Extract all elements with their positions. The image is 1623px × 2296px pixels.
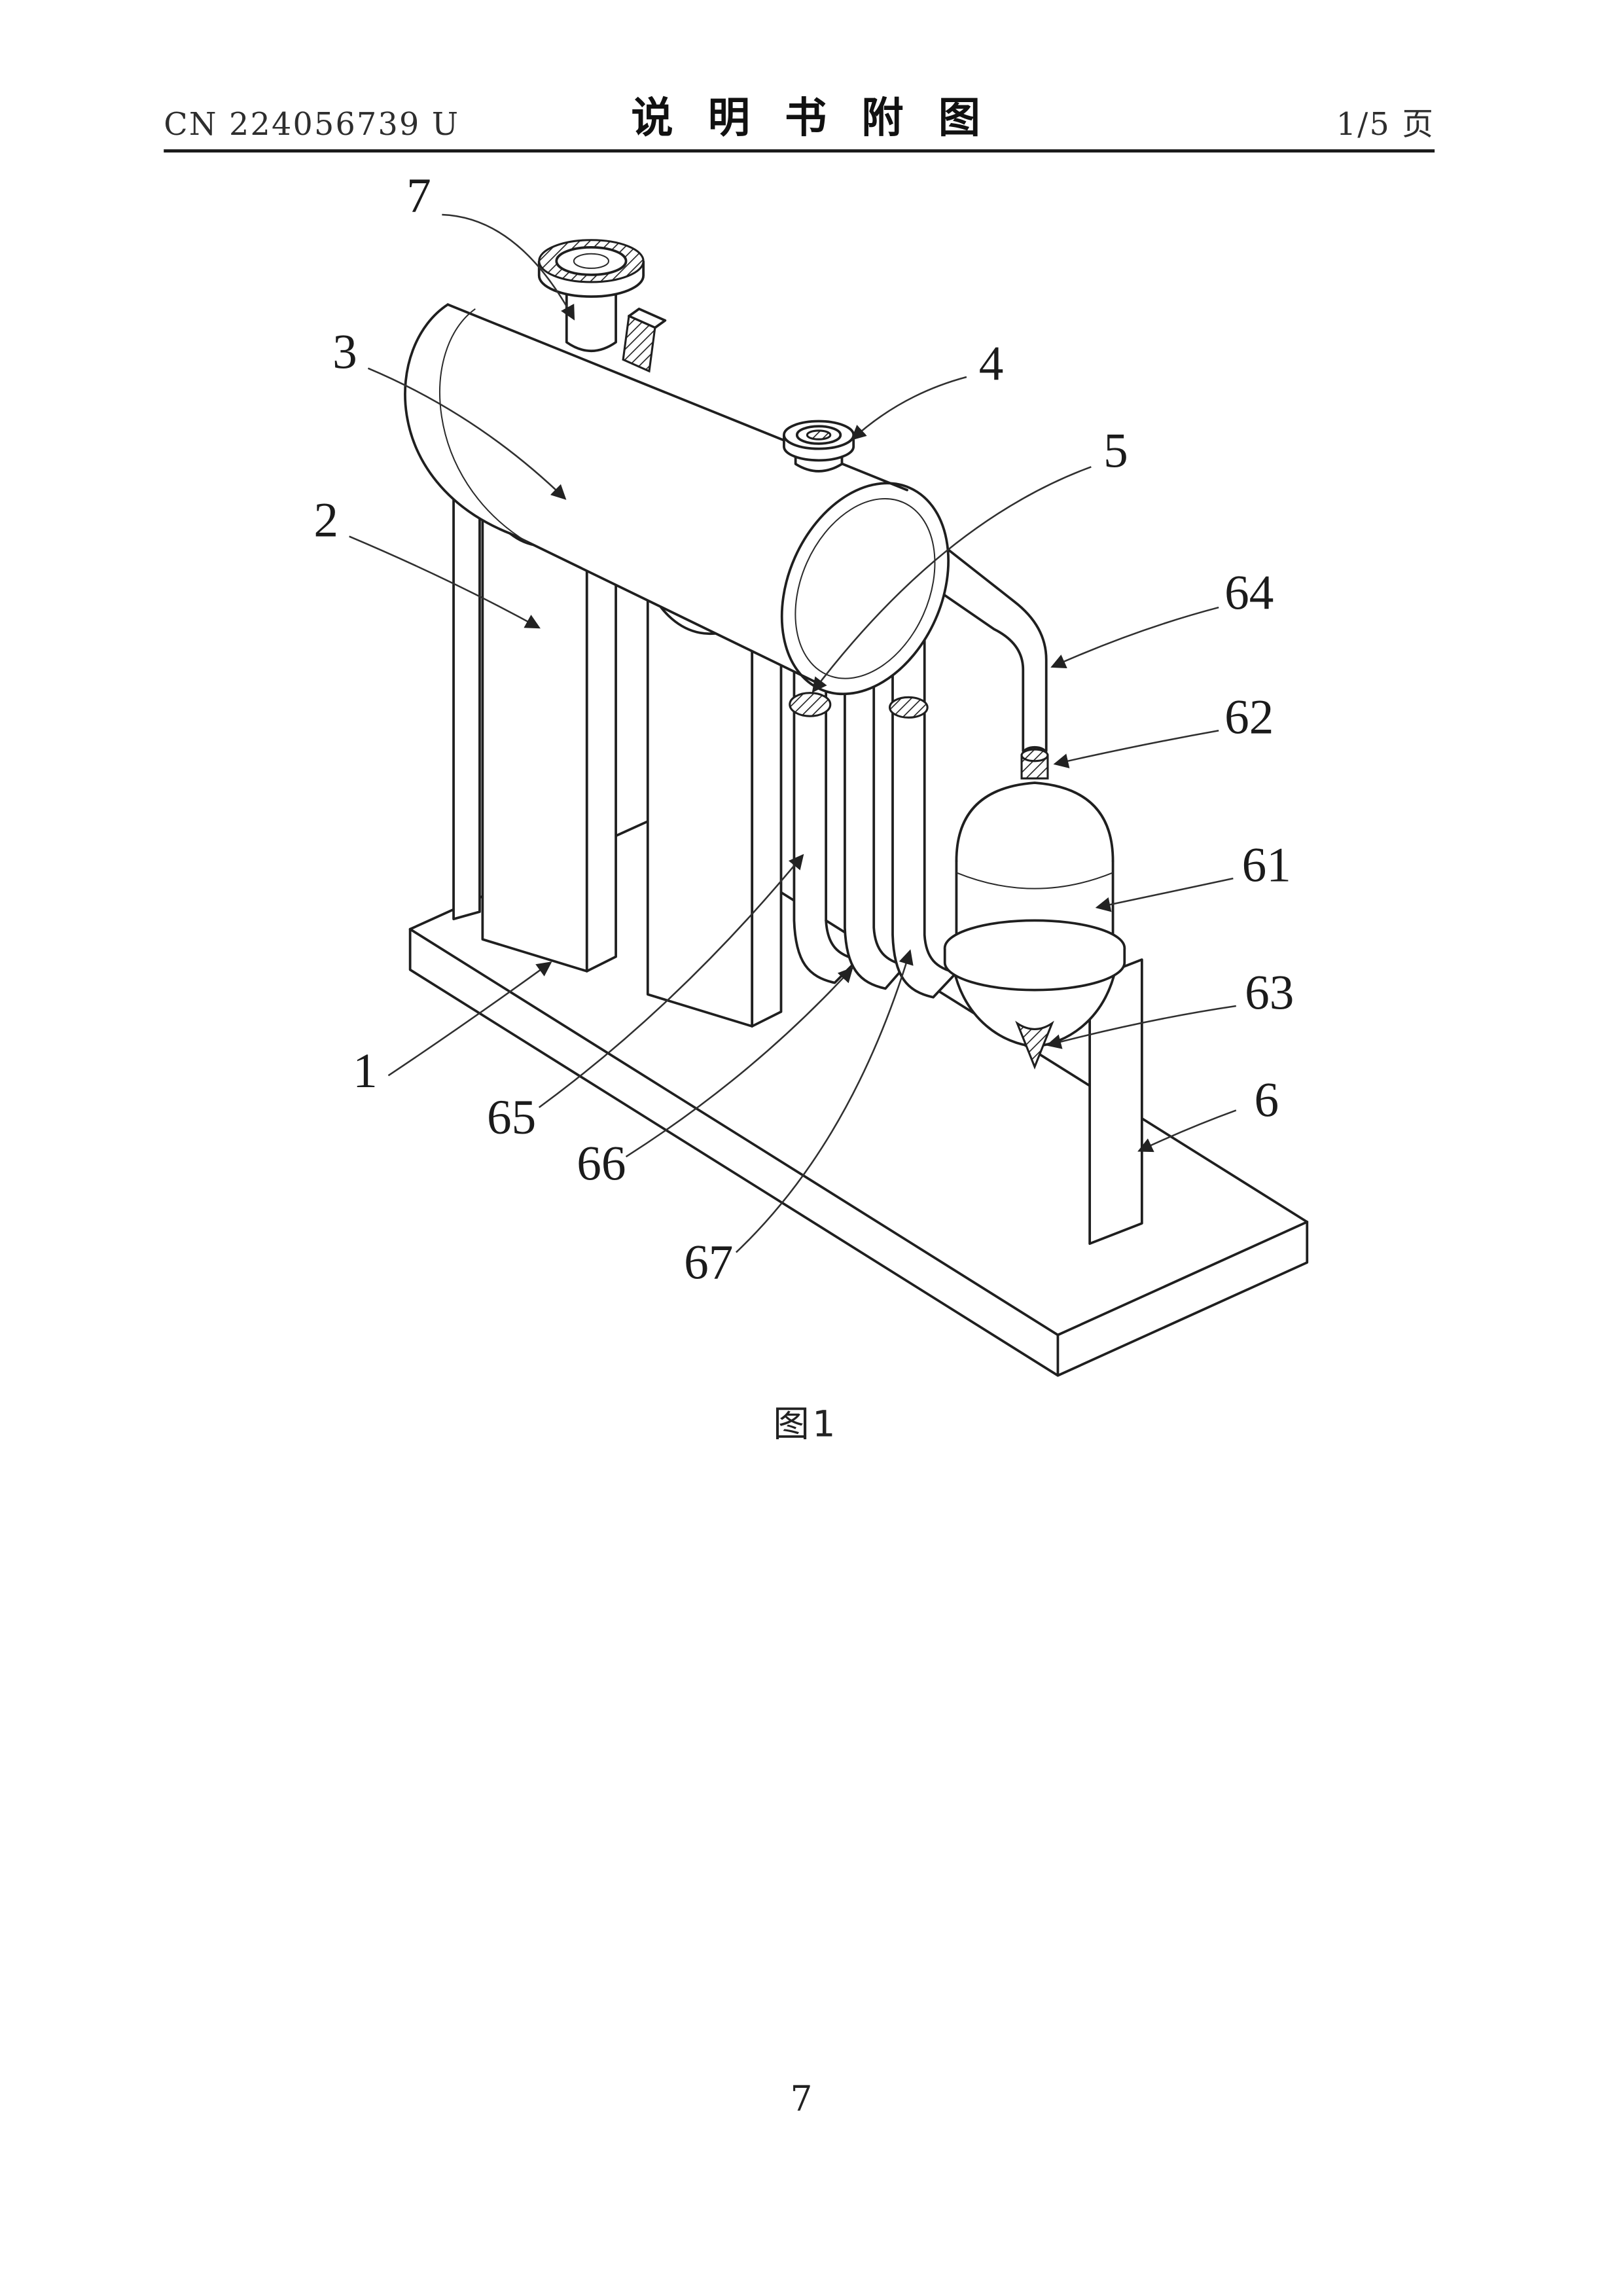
page-number: 7 [791,2078,813,2119]
leader-66 [625,967,853,1158]
pipe-64-vertical-fill [1023,616,1046,754]
saddle-leg-right [646,584,783,1028]
leader-lines [349,213,1237,1253]
leader-63 [1046,1005,1236,1049]
rear-support-leg [452,467,481,921]
label-1: 1 [353,1044,378,1098]
leader-6 [1137,1109,1237,1153]
leader-62 [1053,730,1219,768]
leader-1 [387,961,552,1077]
label-66: 66 [577,1137,626,1191]
page-header: CN 224056739 U 说明书附图 1/5 页 [164,94,1435,153]
figure-caption: 图1 [773,1404,838,1446]
label-63: 63 [1245,965,1294,1020]
label-6: 6 [1254,1073,1279,1127]
pipe-64-inner-line [900,564,1025,753]
tank-shell-3 [404,303,950,696]
pipe-66-body [844,623,874,928]
pipe-66-lines [844,622,907,990]
leg-right-front-face [646,584,754,1028]
nozzle-4 [783,420,855,473]
leader-4 [851,376,967,440]
inlet-fitting-62 [1020,748,1049,780]
leg-left-front-face [481,494,588,973]
vessel-61 [943,781,1126,1070]
label-7: 7 [406,169,431,223]
pipe-67-lines [891,622,958,999]
patent-number: CN 224056739 U [164,107,459,143]
pipe-collar-right [889,696,929,719]
fitting-62-top [1020,748,1049,762]
label-62: 62 [1224,691,1274,745]
label-67: 67 [684,1235,733,1289]
rear-leg-outline [452,467,481,921]
label-61: 61 [1242,838,1291,893]
base-thickness [408,927,1309,1377]
page-indicator: 1/5 页 [1336,107,1435,143]
doc-title: 说明书附图 [631,94,1015,143]
label-5: 5 [1103,423,1128,478]
label-3: 3 [332,325,357,380]
leader-65 [538,853,804,1109]
pipe-collar-left [789,692,832,717]
figure-1-drawing: 7 3 2 4 5 64 62 61 63 6 1 65 66 67 [313,169,1309,1377]
vessel-ring-bottom [943,948,1126,992]
manhole-nozzle-7 [537,239,667,373]
pipe-66-bend-fill [844,927,906,989]
tank-bottom-line [508,532,825,687]
tank-body-fill [404,304,908,686]
label-4: 4 [979,336,1004,391]
tank-left-head-seam [439,308,528,543]
nozzle-4-bore [806,429,832,440]
pipe-65-lines [793,622,859,984]
nozzle-7-bore [573,253,609,269]
drain-cone-63 [1015,1020,1054,1070]
leader-61 [1095,877,1234,912]
leader-64 [1050,606,1219,668]
label-65: 65 [487,1090,536,1145]
label-2: 2 [313,493,338,548]
vessel-side-lines [955,859,1115,944]
leader-2 [349,535,541,629]
leader-5 [812,466,1092,693]
reference-labels: 7 3 2 4 5 64 62 61 63 6 1 65 66 67 [313,169,1294,1290]
nozzle-7-flange-inner [555,245,628,276]
leader-67 [735,949,914,1253]
label-64: 64 [1224,565,1274,620]
leader-7 [442,213,575,321]
vessel-dome-line [955,781,1115,863]
vessel-girth-arc [956,872,1113,889]
saddle-leg-left [481,494,617,973]
pipe-64-outer-line [912,520,1048,753]
vessel-body-fill [956,783,1113,942]
nozzle-7-side-block [622,314,656,373]
leader-3 [367,367,567,500]
drain-pipe-bank [789,622,958,999]
tank-left-cap [404,303,512,535]
